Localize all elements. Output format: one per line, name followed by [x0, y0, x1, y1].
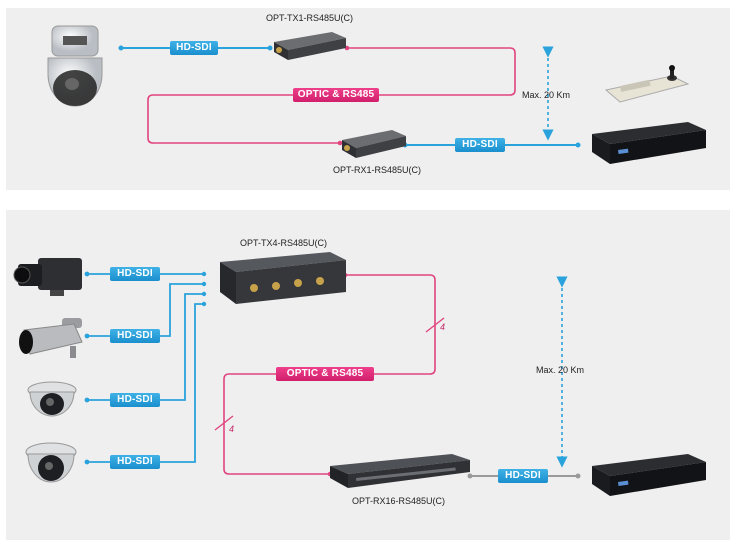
bullet-camera-icon — [19, 318, 83, 358]
camera-1-sdi-tag: HD-SDI — [110, 267, 160, 281]
top-dvr-sdi-tag: HD-SDI — [455, 138, 505, 152]
dome-camera-icon — [25, 442, 77, 483]
bus-count-right: 4 — [440, 322, 446, 332]
top-transmitter-label: OPT-TX1-RS485U(C) — [266, 13, 354, 23]
top-receiver-label: OPT-RX1-RS485U(C) — [333, 165, 422, 175]
transmitter-icon — [220, 252, 346, 304]
top-fiber-tag: OPTIC & RS485 — [293, 88, 379, 102]
bus-count-left: 4 — [229, 424, 235, 434]
bottom-dvr-sdi-tag: HD-SDI — [498, 469, 548, 483]
bottom-fiber-tag: OPTIC & RS485 — [276, 367, 374, 381]
ptz-dome-camera-icon — [47, 25, 103, 107]
bottom-receiver-label: OPT-RX16-RS485U(C) — [352, 496, 446, 506]
receiver-icon — [330, 454, 470, 488]
top-distance-label: Max. 20 Km — [522, 90, 571, 100]
bottom-transmitter-label: OPT-TX4-RS485U(C) — [240, 238, 328, 248]
dvr-icon — [592, 122, 706, 164]
receiver-icon — [342, 130, 406, 158]
camera-3-sdi-tag: HD-SDI — [110, 393, 160, 407]
bottom-distance-label: Max. 20 Km — [536, 365, 585, 375]
dvr-icon — [592, 454, 706, 496]
ptz-keyboard-icon — [604, 65, 690, 103]
top-camera-sdi-tag: HD-SDI — [170, 41, 218, 55]
transmitter-icon — [274, 32, 346, 60]
bottom-camera-links — [87, 273, 204, 463]
box-camera-icon — [13, 258, 82, 296]
camera-2-sdi-tag: HD-SDI — [110, 329, 160, 343]
dome-camera-icon — [27, 381, 77, 417]
camera-4-sdi-tag: HD-SDI — [110, 455, 160, 469]
